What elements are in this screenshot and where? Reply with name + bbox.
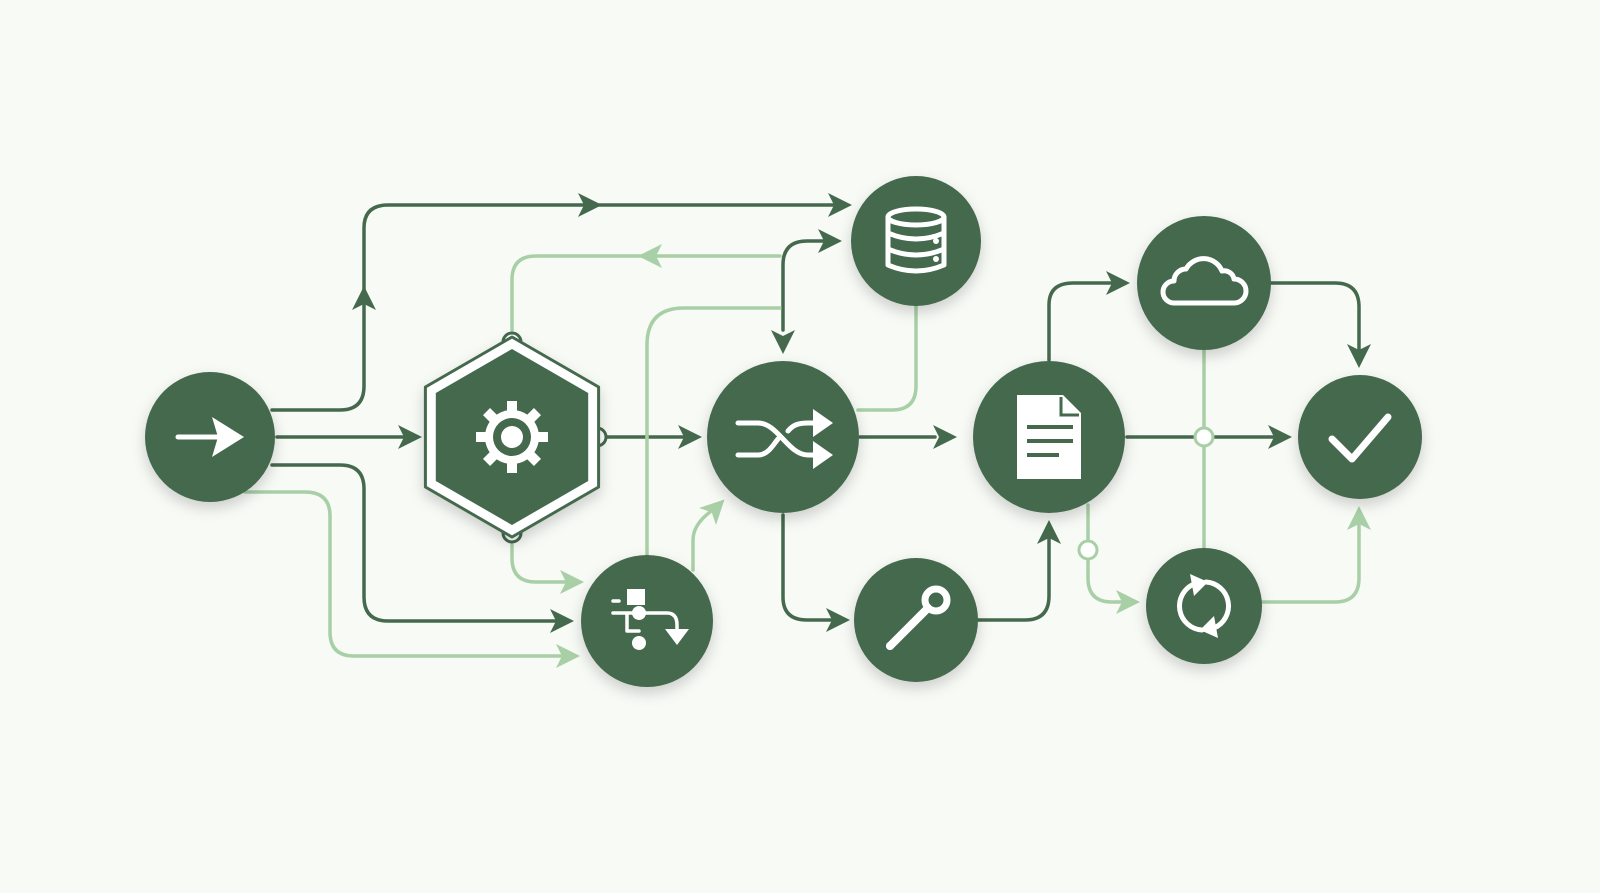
gear-icon	[476, 401, 548, 473]
arrowhead	[560, 570, 584, 594]
connector-light	[1260, 513, 1361, 604]
flowchart-icon	[611, 589, 689, 650]
arrowhead	[638, 244, 662, 268]
arrowhead	[398, 425, 422, 449]
connector-dark	[976, 528, 1051, 622]
arrowhead	[1268, 425, 1292, 449]
checkmark-icon	[1328, 413, 1392, 463]
arrowhead	[578, 193, 602, 217]
node-tools[interactable]	[854, 558, 978, 682]
arrowhead	[352, 286, 376, 310]
connector-light	[645, 306, 782, 557]
node-sync[interactable]	[1146, 548, 1262, 664]
connector-light	[243, 490, 572, 658]
arrowhead	[828, 193, 852, 217]
arrowhead	[556, 644, 580, 668]
arrowhead	[1347, 506, 1371, 530]
connector-dark	[270, 203, 842, 412]
database-icon	[885, 206, 947, 274]
connector-light	[856, 303, 918, 412]
connectors	[243, 193, 1371, 668]
connector-dark	[781, 513, 842, 622]
node-workflow[interactable]	[581, 555, 713, 687]
connector-dark	[1047, 281, 1122, 362]
document-icon	[1017, 395, 1081, 479]
junction-dot	[1193, 426, 1215, 448]
arrowhead	[550, 609, 574, 633]
arrow-right-icon	[175, 417, 244, 457]
node-done[interactable]	[1298, 375, 1422, 499]
junction-dot	[1077, 539, 1099, 561]
connector-light	[1086, 503, 1132, 604]
node-circle	[1298, 375, 1422, 499]
connector-dark	[781, 239, 837, 332]
arrowhead	[771, 330, 795, 354]
arrowhead	[1116, 590, 1140, 614]
arrowhead	[699, 499, 725, 525]
node-router[interactable]	[707, 361, 859, 513]
sync-icon	[1176, 574, 1232, 638]
connector-light	[510, 543, 577, 584]
arrowhead	[826, 608, 850, 632]
nodes	[145, 176, 1422, 687]
node-start[interactable]	[145, 372, 275, 502]
arrowhead	[818, 229, 842, 253]
node-storage[interactable]	[851, 176, 981, 306]
connector-dark	[1268, 281, 1361, 362]
node-process[interactable]	[423, 335, 601, 539]
connector-light	[691, 503, 722, 572]
node-circle	[1137, 216, 1271, 350]
node-circle	[581, 555, 713, 687]
node-cloud[interactable]	[1137, 216, 1271, 350]
node-circle	[1146, 548, 1262, 664]
arrowhead	[1347, 344, 1371, 368]
arrowhead	[678, 425, 702, 449]
arrowhead	[1106, 271, 1130, 295]
cloud-icon	[1160, 256, 1249, 306]
shuffle-icon	[735, 409, 833, 469]
node-document[interactable]	[973, 361, 1125, 513]
connector-dark	[270, 463, 567, 623]
arrowhead	[933, 425, 957, 449]
arrowhead	[1037, 520, 1061, 544]
wrench-icon	[886, 585, 951, 650]
connector-light	[510, 254, 782, 332]
